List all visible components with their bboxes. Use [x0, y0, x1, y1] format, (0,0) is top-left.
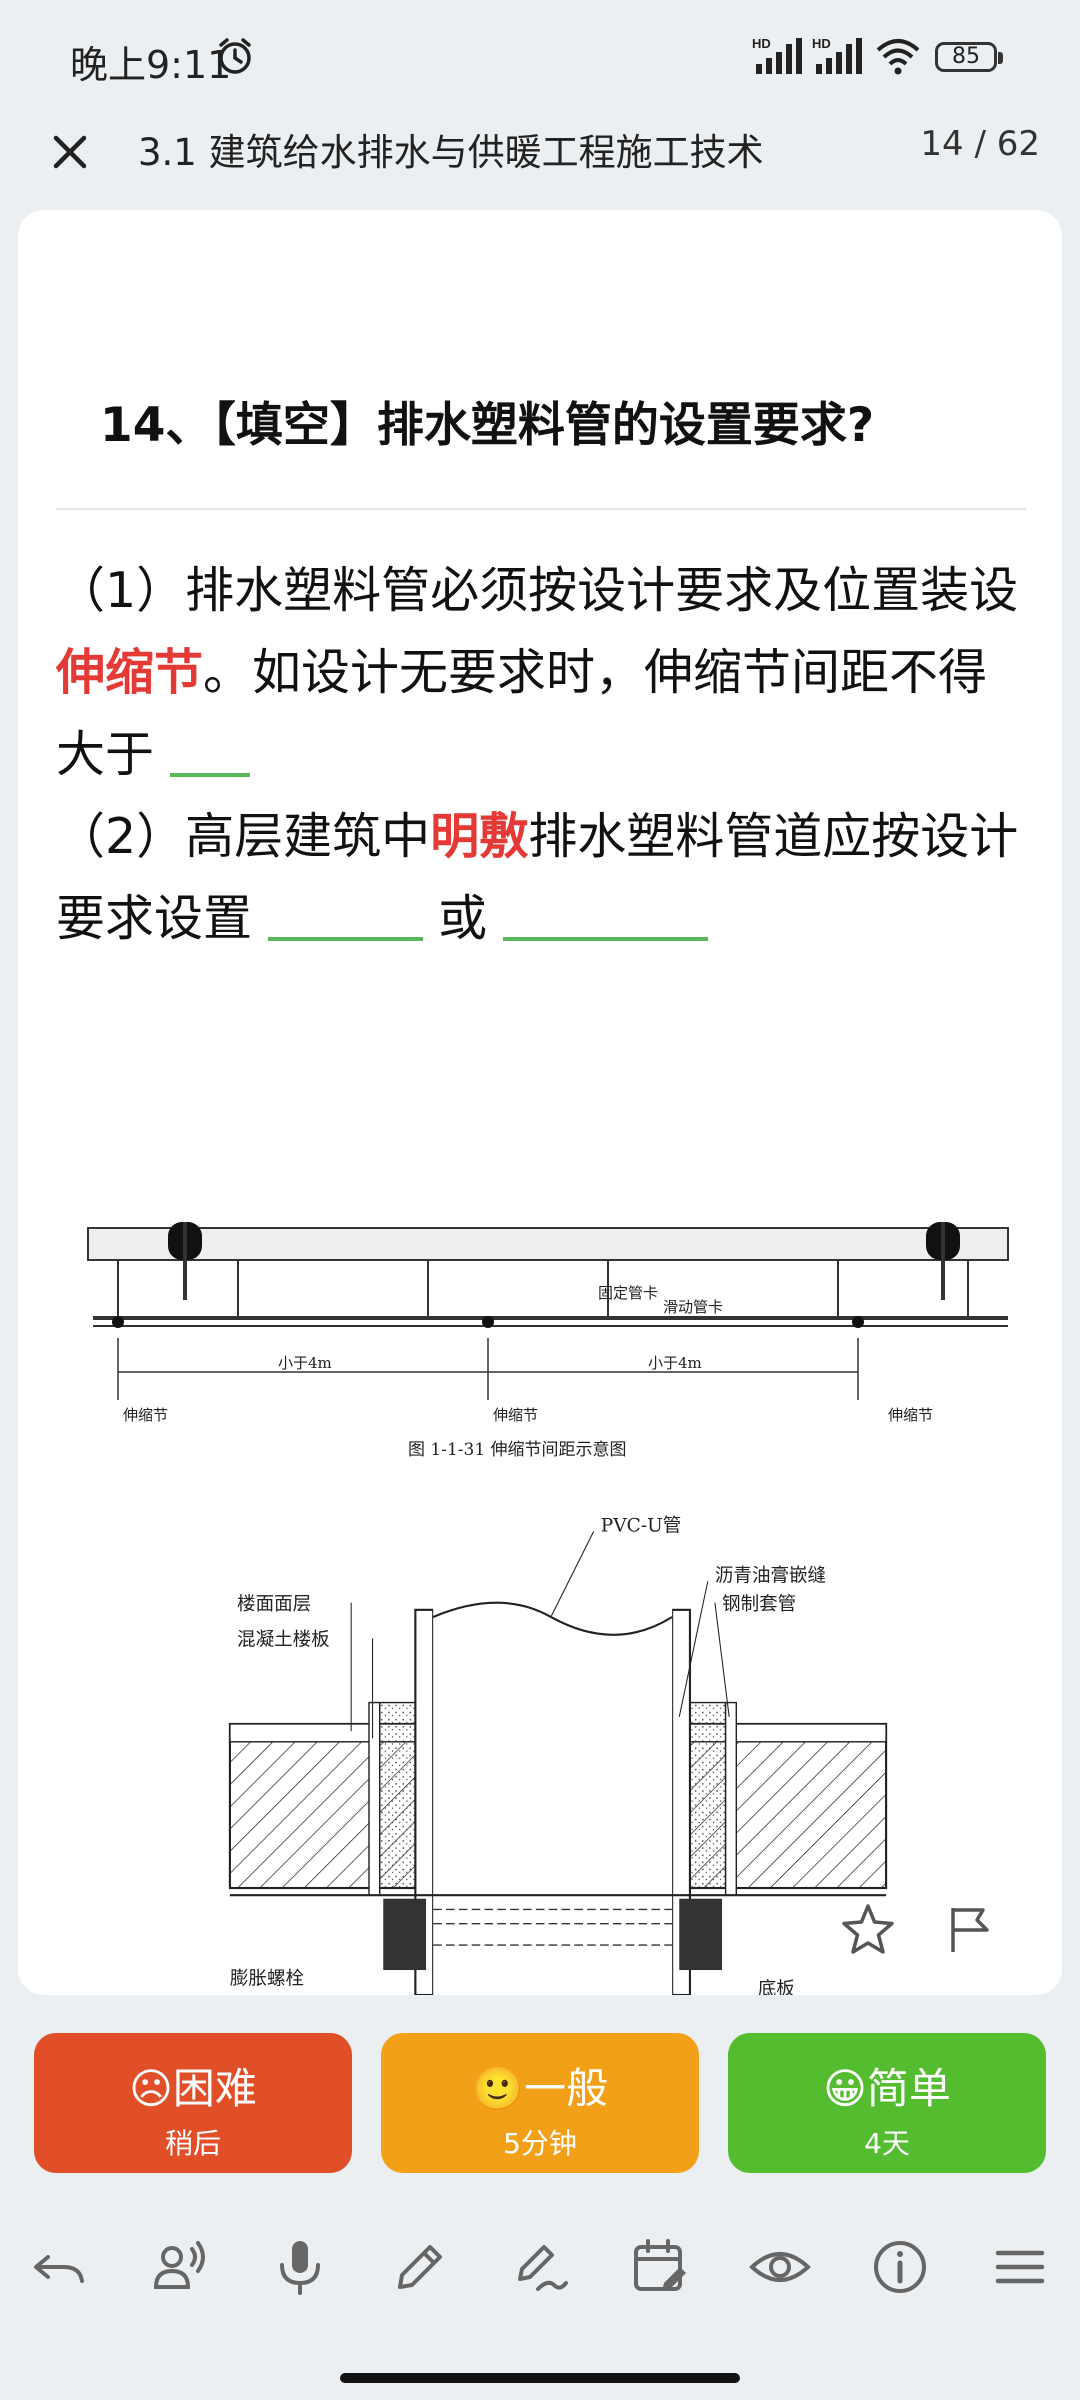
voice-person-icon[interactable] — [148, 2235, 212, 2299]
pencil-icon[interactable] — [388, 2235, 452, 2299]
label-floor-surface: 楼面面层 — [237, 1594, 311, 1615]
answer-p1-a: （1）排水塑料管必须按设计要求及位置装设 — [56, 562, 1019, 619]
answer-or: 或 — [438, 890, 488, 947]
flag-icon[interactable] — [943, 1902, 999, 1958]
label-expansion-bolt: 膨胀螺栓 — [230, 1968, 304, 1989]
label-joint-mid: 伸缩节 — [493, 1406, 538, 1424]
expansion-joint-diagram: 固定管卡 滑动管卡 小于4m 小于4m 伸缩节 伸缩节 伸缩节 图 1-1-31… — [87, 1222, 1009, 1460]
answer-p1-b: 。如设计无要求时，伸缩节间距不得大于 — [56, 644, 988, 783]
home-indicator[interactable] — [340, 2373, 740, 2383]
answer-p2-a: （2）高层建筑中 — [56, 808, 431, 865]
top-bar: 3.1 建筑给水排水与供暖工程施工技术 14 / 62 — [0, 110, 1080, 210]
mic-icon[interactable] — [268, 2235, 332, 2299]
label-sealant: 沥青油膏嵌缝 — [715, 1564, 826, 1586]
label-joint-right: 伸缩节 — [888, 1406, 933, 1424]
blank-1 — [169, 721, 250, 777]
flashcard: 14、【填空】排水塑料管的设置要求? （1）排水塑料管必须按设计要求及位置装设伸… — [18, 210, 1062, 1995]
signal-hd-label-2: HD — [812, 36, 831, 51]
alarm-icon — [219, 38, 251, 74]
signal-hd-label: HD — [752, 36, 771, 51]
highlight-expansion-joint: 伸缩节 — [56, 644, 204, 701]
star-icon[interactable] — [838, 1900, 898, 1960]
label-pvc-pipe: PVC-U管 — [601, 1515, 681, 1536]
answer-p2-b: 排水塑料管道应按设计要求设置 — [56, 808, 1019, 947]
label-sliding-clamp: 滑动管卡 — [663, 1298, 723, 1316]
rate-ok-button[interactable]: 🙂一般 5分钟 — [381, 2033, 699, 2173]
edit-note-icon[interactable] — [508, 2235, 572, 2299]
status-bar: 晚上9:11 HD HD 85 — [0, 0, 1080, 110]
label-base-plate: 底板 — [758, 1979, 795, 1995]
rate-ok-label: 一般 — [524, 2064, 609, 2113]
pipe-sleeve-detail-diagram: PVC-U管 沥青油膏嵌缝 钢制套管 楼面面层 混凝土楼板 膨胀螺栓 底板 — [228, 1515, 888, 1995]
undo-icon[interactable] — [28, 2235, 92, 2299]
eye-icon[interactable] — [748, 2235, 812, 2299]
highlight-exposed: 明敷 — [430, 808, 529, 865]
smile-face-icon: 🙂 — [471, 2064, 525, 2113]
bottom-toolbar — [0, 2195, 1080, 2345]
battery-indicator: 85 — [935, 42, 1003, 72]
close-icon[interactable] — [44, 126, 96, 178]
card-counter: 14 / 62 — [920, 124, 1040, 164]
figure1-caption: 图 1-1-31 伸缩节间距示意图 — [408, 1440, 627, 1460]
sad-face-icon: ☹ — [129, 2064, 173, 2113]
label-span-left: 小于4m — [278, 1354, 332, 1372]
wifi-icon — [876, 39, 920, 75]
label-steel-sleeve: 钢制套管 — [722, 1594, 796, 1615]
rate-hard-interval: 稍后 — [164, 2127, 221, 2160]
status-time: 晚上9:11 — [70, 43, 232, 87]
rate-easy-button[interactable]: 😀简单 4天 — [728, 2033, 1046, 2173]
question-text: 14、【填空】排水塑料管的设置要求? — [100, 398, 875, 453]
menu-icon[interactable] — [988, 2235, 1052, 2299]
blank-2 — [267, 885, 423, 941]
calendar-edit-icon[interactable] — [628, 2235, 692, 2299]
blank-3 — [502, 885, 708, 941]
rate-easy-interval: 4天 — [864, 2127, 910, 2160]
rate-easy-label: 简单 — [866, 2064, 951, 2113]
deck-title: 3.1 建筑给水排水与供暖工程施工技术 — [138, 131, 764, 174]
cell-signal-icon-2: HD — [812, 36, 862, 74]
info-icon[interactable] — [868, 2235, 932, 2299]
rate-hard-label: 困难 — [172, 2064, 257, 2113]
grin-face-icon: 😀 — [823, 2064, 867, 2113]
answer-text: （1）排水塑料管必须按设计要求及位置装设伸缩节。如设计无要求时，伸缩节间距不得大… — [56, 550, 1026, 960]
divider — [56, 508, 1026, 510]
label-fixed-clamp: 固定管卡 — [598, 1284, 658, 1302]
label-concrete-slab: 混凝土楼板 — [237, 1630, 330, 1651]
rate-hard-button[interactable]: ☹困难 稍后 — [34, 2033, 352, 2173]
label-joint-left: 伸缩节 — [123, 1406, 168, 1424]
rate-ok-interval: 5分钟 — [503, 2127, 577, 2160]
cell-signal-icon: HD — [752, 36, 802, 74]
label-span-right: 小于4m — [648, 1354, 702, 1372]
